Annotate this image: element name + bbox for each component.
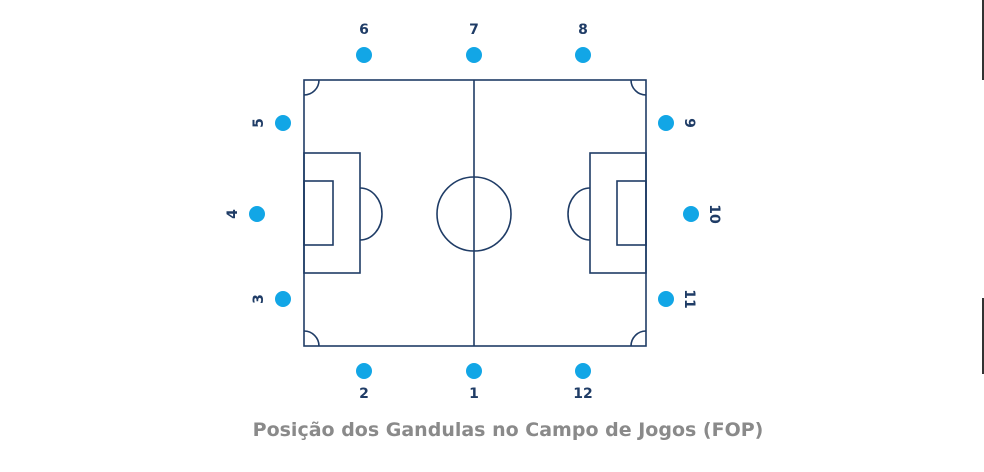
marker-label-3: 3	[251, 294, 267, 304]
marker-label-10: 10	[706, 204, 722, 224]
left-penalty-area	[303, 152, 361, 274]
diagram-caption: Posição dos Gandulas no Campo de Jogos (…	[253, 419, 764, 441]
marker-dot-1	[466, 363, 482, 379]
marker-dot-11	[658, 291, 674, 307]
left-penalty-arc	[359, 187, 383, 241]
marker-dot-12	[575, 363, 591, 379]
marker-dot-10	[683, 206, 699, 222]
corner-arc-top-right	[630, 79, 647, 96]
corner-arc-top-left	[303, 79, 320, 96]
window-edge-top	[982, 0, 984, 80]
corner-arc-bottom-left	[303, 330, 320, 347]
field-boundary	[303, 79, 647, 347]
marker-label-1: 1	[469, 386, 479, 402]
right-penalty-area	[589, 152, 647, 274]
marker-dot-3	[275, 291, 291, 307]
marker-label-11: 11	[681, 289, 697, 308]
marker-label-7: 7	[469, 22, 479, 38]
marker-label-2: 2	[359, 386, 369, 402]
marker-dot-2	[356, 363, 372, 379]
soccer-field	[303, 79, 647, 347]
window-edge-bottom	[982, 298, 984, 374]
marker-dot-7	[466, 47, 482, 63]
marker-dot-4	[249, 206, 265, 222]
left-goal-area	[303, 180, 334, 246]
marker-dot-8	[575, 47, 591, 63]
right-goal-area	[616, 180, 647, 246]
marker-label-5: 5	[251, 118, 267, 128]
right-penalty-arc	[567, 187, 591, 241]
marker-dot-5	[275, 115, 291, 131]
marker-dot-9	[658, 115, 674, 131]
marker-label-9: 9	[681, 118, 697, 128]
marker-label-12: 12	[573, 386, 592, 402]
marker-dot-6	[356, 47, 372, 63]
corner-arc-bottom-right	[630, 330, 647, 347]
marker-label-8: 8	[578, 22, 588, 38]
center-circle	[436, 176, 512, 252]
marker-label-6: 6	[359, 22, 369, 38]
marker-label-4: 4	[225, 209, 241, 219]
